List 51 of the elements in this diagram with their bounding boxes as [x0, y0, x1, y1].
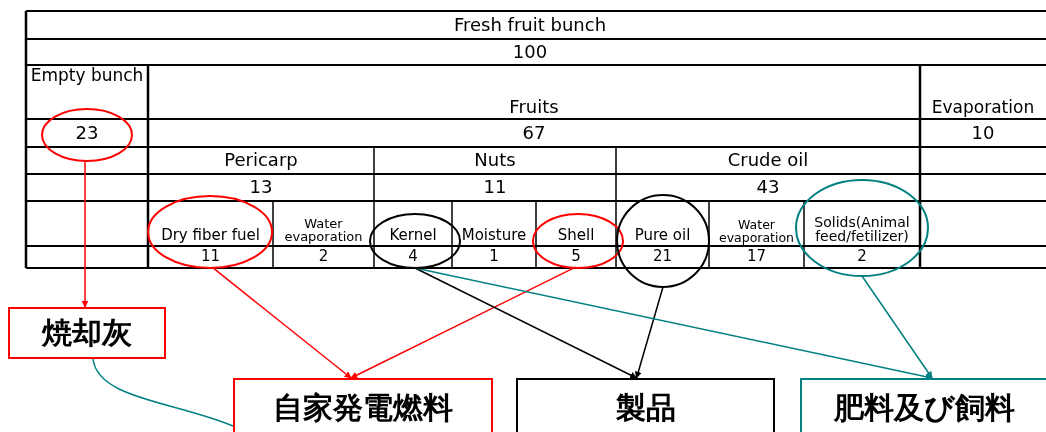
- table-text: 10: [971, 123, 995, 143]
- table-text: 2: [318, 249, 329, 265]
- table-text: Nuts: [474, 151, 516, 170]
- ellipse-mark: [368, 212, 462, 270]
- table-text: Moisture: [461, 228, 527, 246]
- result-box: [800, 378, 1046, 432]
- table-text: Fresh fruit bunch: [453, 15, 607, 35]
- result-box: [8, 307, 166, 359]
- arrow: [634, 286, 664, 379]
- table-text: 21: [652, 249, 673, 265]
- result-box: [516, 378, 775, 432]
- box-label: 自家発電燃料: [273, 389, 453, 427]
- table-text: 67: [522, 123, 546, 143]
- table-text: Pure oil: [634, 228, 691, 246]
- table-text: Water evaporation: [717, 217, 796, 246]
- table-text: 11: [483, 178, 507, 197]
- table-text: Crude oil: [727, 151, 809, 170]
- arrow: [861, 275, 933, 379]
- table-text: Fruits: [509, 98, 559, 119]
- table-text: Pericarp: [224, 151, 298, 170]
- ellipse-mark: [40, 107, 134, 163]
- ellipse-mark: [615, 193, 711, 289]
- arrow: [81, 160, 89, 308]
- arrow: [350, 267, 575, 379]
- table-text: 1: [489, 249, 499, 265]
- ellipse-mark: [146, 194, 274, 270]
- table-text: Dry fiber fuel: [161, 228, 260, 246]
- table-text: 2: [857, 249, 867, 265]
- table-text: Kernel: [389, 228, 437, 246]
- result-box: [233, 378, 493, 432]
- table-text: 43: [756, 178, 780, 197]
- table-text: Solids(Animal feed/fetilizer): [813, 214, 911, 246]
- table-text: 17: [746, 249, 767, 265]
- table-text: 5: [571, 249, 581, 265]
- table-text: 13: [249, 178, 273, 197]
- box-label: 肥料及び飼料: [833, 389, 1015, 427]
- table-text: Evaporation: [931, 99, 1035, 119]
- arrow: [414, 267, 638, 379]
- table-text: Water evaporation: [283, 216, 364, 246]
- arrow: [212, 267, 352, 379]
- table-text: 11: [200, 249, 221, 265]
- box-label: 製品: [615, 389, 676, 427]
- table-text: 4: [408, 249, 418, 265]
- table-text: 23: [75, 123, 99, 143]
- box-label: 焼却灰: [42, 313, 132, 352]
- table-text: Empty bunch: [30, 67, 144, 85]
- table-text: Shell: [557, 228, 595, 246]
- ellipse-mark: [794, 178, 930, 278]
- ellipse-mark: [531, 212, 625, 270]
- connector-line: [92, 358, 234, 427]
- table-text: 100: [512, 42, 548, 62]
